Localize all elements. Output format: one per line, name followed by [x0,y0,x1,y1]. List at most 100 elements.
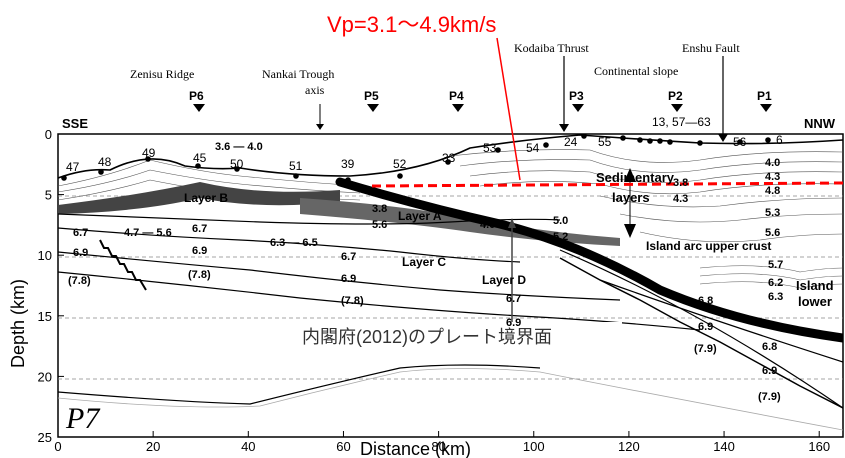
station-markers [193,104,772,112]
velocity-label: 4.7 — 5.6 [124,227,172,239]
y-axis-ticks: 0 5 10 15 20 25 [38,127,64,445]
velocity-label: 6.9 [341,273,356,285]
obs-stations [61,134,771,183]
y-axis-label: Depth (km) [8,279,28,368]
velocity-label: 6.7 [192,223,207,235]
layer-label: Sedimentary [596,170,675,185]
layer-boundaries [58,213,843,409]
station-p1: P1 [757,89,772,103]
layer-b-band [58,182,340,214]
plot-frame [57,133,844,438]
plot-content [58,134,843,431]
obs-num: 50 [230,157,244,171]
end-right: NNW [804,116,836,131]
velocity-label: 5.0 [553,215,568,227]
velocity-label: (7.8) [188,269,211,281]
velocity-label: (7.8) [341,295,364,307]
velocity-label: 6.9 [698,321,713,333]
arrow-up-marker [624,168,636,182]
obs-num: 52 [393,157,407,171]
y-tick-label: 10 [38,248,52,263]
velocity-label: (7.8) [68,275,91,287]
trough-arrow-head [316,124,324,130]
enshu-arrow-head [718,134,728,142]
x-tick-label: 140 [713,439,735,454]
velocity-label: 5.2 [553,231,568,243]
seafloor-line [58,134,843,179]
sediment-contours [58,149,843,289]
feature-enshu: Enshu Fault [682,41,740,55]
obs-num: 51 [289,159,303,173]
velocity-label: 5.7 [768,259,783,271]
station-p2: P2 [668,89,683,103]
obs-num: 47 [66,160,80,174]
velocity-label: 6.2 [768,277,783,289]
velocity-label: 4.0 [480,219,495,231]
feature-zenisu: Zenisu Ridge [130,67,194,81]
boundary-pointer-arrow [508,218,516,228]
boundary-label-bg [300,322,622,348]
velocity-label: (7.9) [758,391,781,403]
station-p3: P3 [569,89,584,103]
vp-dashed-line [371,181,844,188]
arrow-down-marker [624,224,636,238]
velocity-label: 3.8 [673,177,688,189]
x-axis-label: Distance (km) [360,439,471,458]
velocity-label: 6.7 [73,227,88,239]
deep-reflector [58,368,843,431]
velocity-label: 5.3 [765,207,780,219]
obs-num: 45 [193,151,207,165]
x-tick-label: 120 [618,439,640,454]
y-tick-label: 25 [38,430,52,445]
obs-num: 39 [341,157,355,171]
feature-nankai: Nankai Trough [262,67,334,81]
station-p4: P4 [449,89,464,103]
obs-num: 33 [442,151,456,165]
velocity-label: 4.3 [765,171,780,183]
velocity-label: 5.6 [372,219,387,231]
velocity-label: 6.3 — 6.5 [270,237,318,249]
feature-kodaiba: Kodaiba Thrust [514,41,589,55]
layer-label: Layer D [482,273,526,287]
layer-label: Island [796,278,834,293]
obs-num: 54 [526,141,540,155]
velocity-label: 6.9 [506,317,521,329]
plate-boundary-label: 内閣府(2012)のプレート境界面 [302,327,552,347]
obs-num: 56 [733,135,747,149]
velocity-label: 4.3 [673,193,688,205]
obs-num: 6 [776,133,783,147]
x-tick-label: 20 [146,439,160,454]
velocity-label: 4.8 [765,185,780,197]
x-tick-label: 60 [336,439,350,454]
velocity-label: (7.9) [694,343,717,355]
velocity-label: 6.9 [762,365,777,377]
velocity-label: 6.9 [192,245,207,257]
layer-label: Layer A [398,209,442,223]
feature-axis: axis [305,83,325,97]
x-tick-label: 0 [54,439,61,454]
velocity-label: 6.8 [762,341,777,353]
feature-slope: Continental slope [594,64,678,78]
x-tick-label: 40 [241,439,255,454]
y-tick-label: 20 [38,369,52,384]
y-tick-label: 15 [38,309,52,324]
velocity-label: 3.8 [372,203,387,215]
vp-annotation: Vp=3.1～4.9km/s [327,12,496,37]
velocity-label: 6.7 [506,293,521,305]
y-tick-label: 0 [45,127,52,142]
velocity-label: 5.6 [765,227,780,239]
y-tick-label: 5 [45,188,52,203]
x-tick-label: 160 [808,439,830,454]
end-left: SSE [62,116,88,131]
layer-label: Layer B [184,191,228,205]
velocity-label: 6.3 [768,291,783,303]
velocity-label: 6.9 [73,247,88,259]
lower-slab-line [559,257,843,409]
stepped-fault-line [99,239,147,291]
obs-num: 13, 57—63 [652,115,711,129]
plate-boundary-line [335,177,843,343]
layer-label: Layer C [402,255,446,269]
obs-num: 24 [564,135,578,149]
velocity-label: 4.0 [765,157,780,169]
